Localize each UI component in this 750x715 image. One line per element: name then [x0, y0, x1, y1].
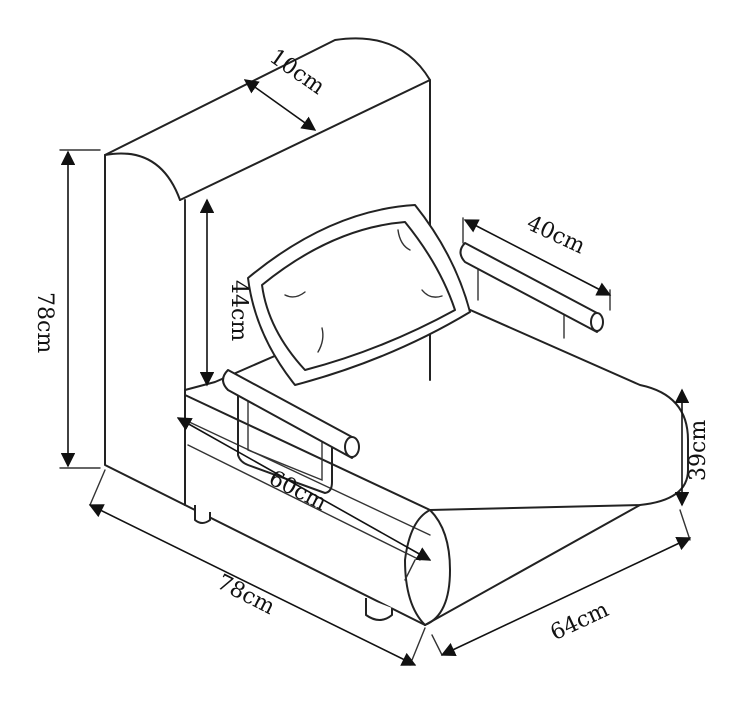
label-overall-width: 78cm [213, 570, 279, 620]
dimension-overall-width: 78cm [88, 469, 426, 666]
dimension-backrest-inner-height: 44cm [199, 198, 251, 387]
dimension-seat-height: 39cm [674, 388, 711, 507]
dimension-back-height: 78cm [32, 149, 101, 469]
label-seat-height: 39cm [686, 420, 711, 481]
label-back-height: 78cm [32, 292, 57, 353]
label-backrest-thickness: 10cm [265, 44, 330, 100]
label-backrest-inner-height: 44cm [226, 280, 251, 341]
label-armrest-length: 40cm [523, 211, 589, 260]
armrest-back-cap [590, 312, 604, 332]
dimension-seat-width: 60cm [176, 417, 432, 561]
dimension-backrest-thickness: 10cm [243, 44, 330, 131]
label-overall-depth: 64cm [547, 597, 613, 646]
armrest-back [459, 242, 604, 339]
pillow [247, 204, 471, 386]
dimension-overall-depth: 64cm [431, 509, 692, 656]
armrest-front-cap [344, 436, 360, 458]
